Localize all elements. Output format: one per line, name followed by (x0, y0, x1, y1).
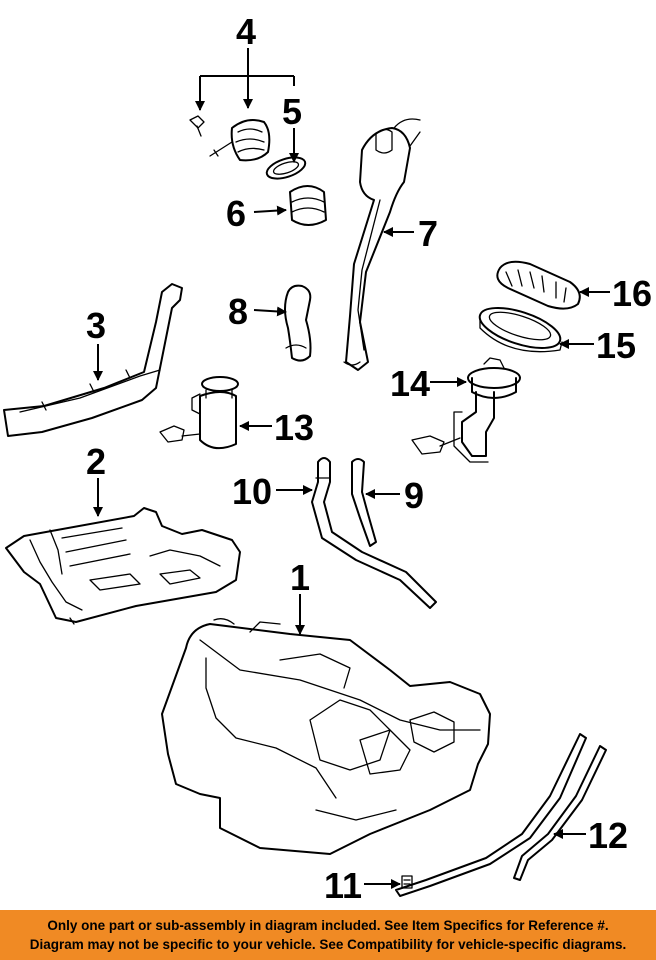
part-16-lock-ring (496, 260, 581, 310)
part-4-valve-assembly (189, 115, 271, 162)
callout-12: 12 (588, 815, 628, 856)
callout-1: 1 (290, 557, 310, 598)
disclaimer-banner: Only one part or sub-assembly in diagram… (0, 910, 656, 960)
part-8-hose (284, 284, 312, 362)
callout-11: 11 (324, 865, 362, 906)
callout-15: 15 (596, 325, 636, 366)
part-13-fuel-pump (159, 376, 239, 450)
part-1-fuel-tank (161, 618, 491, 855)
callout-labels: 4 5 6 7 8 3 16 15 14 13 2 10 9 1 12 11 (86, 11, 652, 906)
disclaimer-line-2: Diagram may not be specific to your vehi… (29, 937, 627, 952)
part-12-fuel-lines (395, 733, 607, 897)
part-10-vent-line (311, 457, 437, 609)
part-5-seal (265, 156, 307, 180)
callout-16: 16 (612, 273, 652, 314)
part-9-hose (351, 458, 377, 547)
callout-3: 3 (86, 305, 106, 346)
part-3-heat-shield (3, 283, 183, 437)
part-2-shield (5, 507, 241, 625)
disclaimer-line-1: Only one part or sub-assembly in diagram… (47, 918, 609, 933)
parts-diagram: 4 5 6 7 8 3 16 15 14 13 2 10 9 1 12 11 (3, 11, 652, 906)
callout-10: 10 (232, 471, 272, 512)
callout-13: 13 (274, 407, 314, 448)
part-7-filler-neck (343, 118, 421, 371)
part-6-grommet (289, 185, 327, 226)
part-11-clip (401, 875, 413, 889)
callout-14: 14 (390, 363, 430, 404)
callout-6: 6 (226, 193, 246, 234)
part-15-seal (478, 306, 563, 353)
callout-8: 8 (228, 291, 248, 332)
callout-5: 5 (282, 91, 302, 132)
part-14-pump-module (411, 357, 521, 463)
callout-7: 7 (418, 213, 438, 254)
callout-9: 9 (404, 475, 424, 516)
callout-leaders (93, 48, 610, 889)
callout-4: 4 (236, 11, 256, 52)
callout-2: 2 (86, 441, 106, 482)
